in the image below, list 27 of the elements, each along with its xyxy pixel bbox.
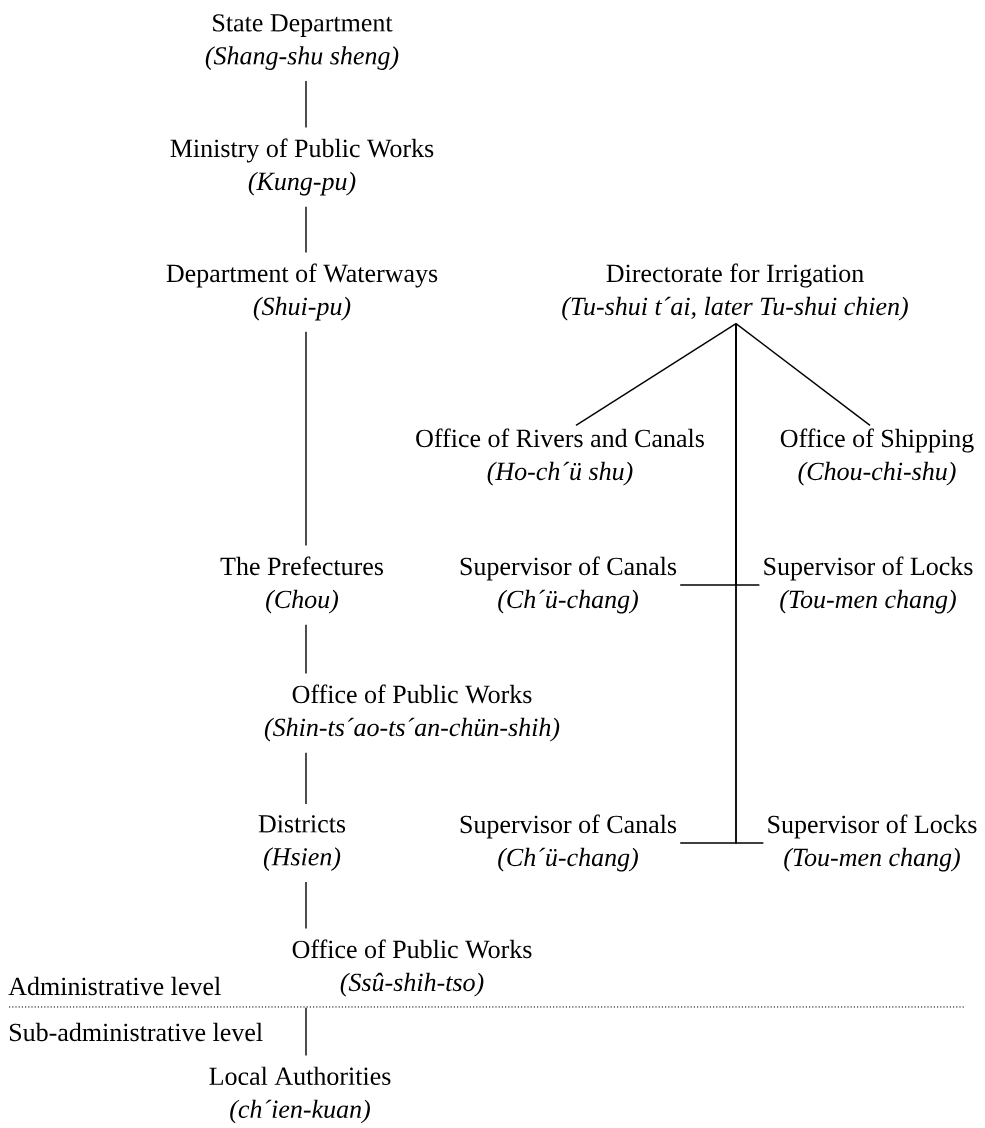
connector-line [305, 330, 307, 547]
unit-label: Districts (Hsien) [258, 815, 346, 871]
unit-label: Ministry of Public Works (Kung-pu) [170, 138, 434, 196]
connector-line [305, 1006, 307, 1057]
connector-line [735, 322, 871, 427]
unit-label: The Prefectures (Chou) [220, 556, 383, 614]
unit-label: Local Authorities (ch´ien-kuan) [209, 1066, 391, 1124]
unit-label: Office of Public Works (Ssû-shih-tso) [292, 939, 532, 997]
connector-line [305, 205, 307, 254]
unit-label: Supervisor of Canals (Ch´ü-chang) [460, 556, 677, 614]
level-label: Administrative level [8, 976, 221, 996]
unit-label: Office of Shipping (Chou-chi-shu) [780, 428, 974, 486]
unit-label: Supervisor of Locks (Tou-men chang) [764, 556, 973, 614]
connector-line [305, 881, 307, 930]
connector-line [735, 322, 765, 844]
unit-label: Office of Rivers and Canals (Ho-ch´ü shu) [416, 428, 704, 486]
unit-label: Department of Waterways (Shui-pu) [166, 263, 438, 321]
connector-line [305, 623, 307, 675]
unit-label: State Department (Shang-shu sheng) [205, 14, 399, 70]
unit-label: Directorate for Irrigation (Tu-shui t´ai, later Tu-shui chien) [562, 263, 908, 321]
connector-line [305, 80, 307, 129]
unit-label: Office of Public Works (Shin-ts´ao-ts´an-chün-shih) [264, 684, 560, 742]
unit-label: Supervisor of Canals (Ch´ü-chang) [460, 814, 677, 872]
level-label: Sub-administrative level [9, 1022, 263, 1042]
unit-label: Supervisor of Locks (Tou-men chang) [768, 814, 977, 872]
connector-line [305, 751, 307, 805]
connector-line [575, 322, 737, 427]
